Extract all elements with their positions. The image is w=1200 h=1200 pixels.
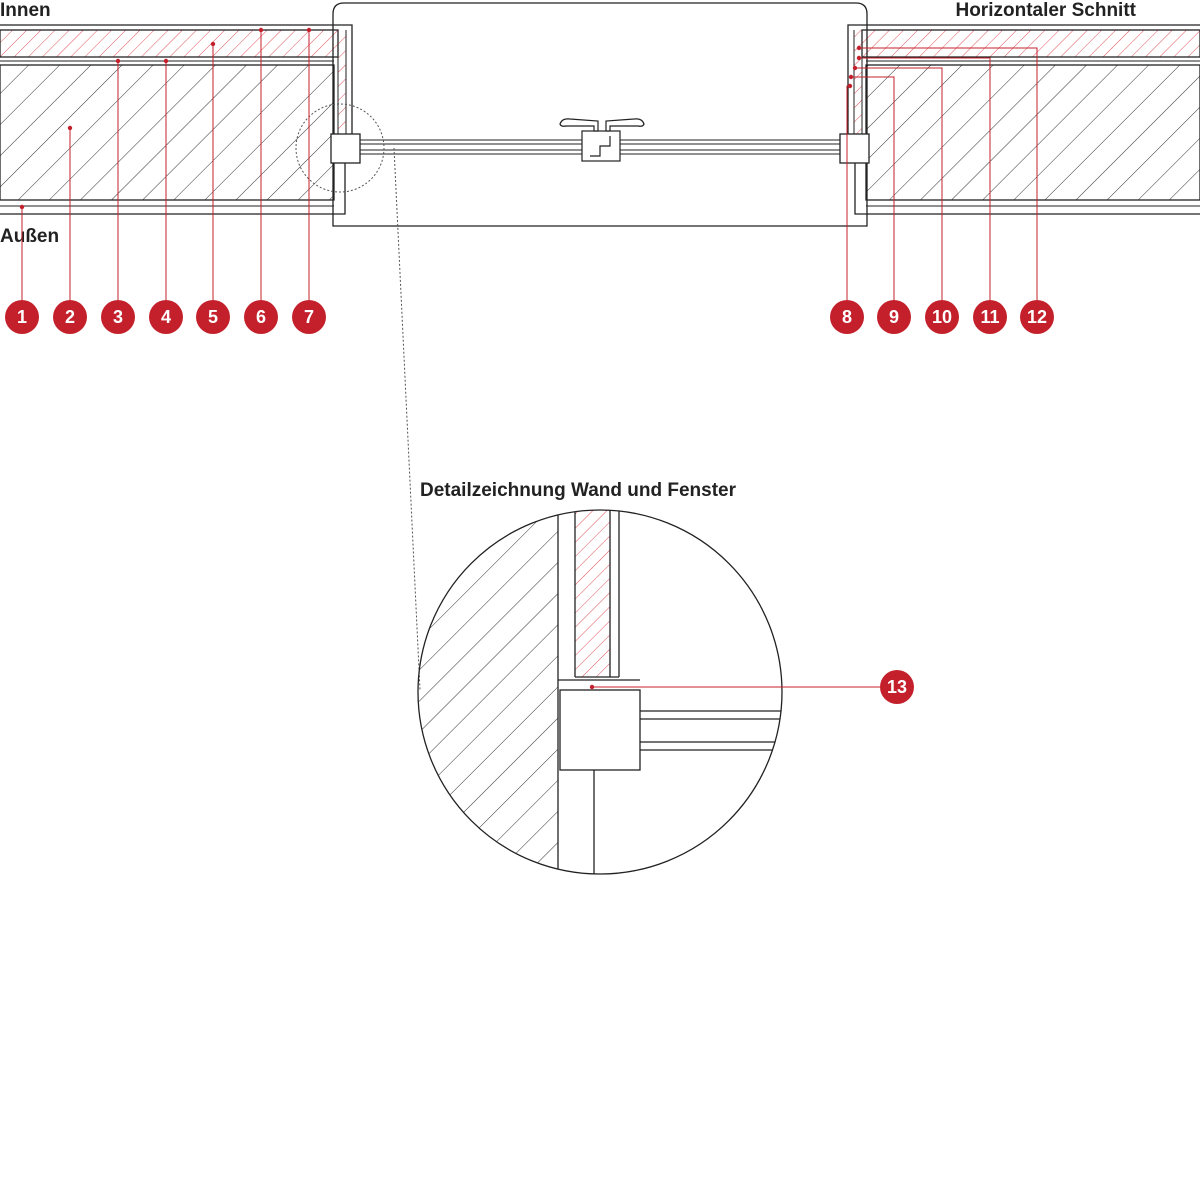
right-markers: 8 9 10 11 12 <box>830 300 1054 334</box>
left-inner-finish-layer <box>0 30 338 57</box>
detail-window-frame <box>559 689 641 771</box>
marker-8-label: 8 <box>842 307 852 327</box>
marker-3-label: 3 <box>113 307 123 327</box>
left-window-frame <box>330 133 361 164</box>
window-opening <box>330 2 870 227</box>
left-reveal-finish <box>338 30 346 134</box>
marker-12-label: 12 <box>1027 307 1047 327</box>
right-inner-finish-layer <box>862 30 1200 57</box>
marker-7-label: 7 <box>304 307 314 327</box>
window-sill-outline <box>332 2 868 227</box>
detail-title: Detailzeichnung Wand und Fenster <box>420 480 737 501</box>
right-masonry <box>866 65 1200 200</box>
left-wall <box>0 24 353 215</box>
right-wall <box>847 24 1200 215</box>
left-markers: 1 2 3 4 5 6 7 <box>5 300 326 334</box>
right-window-frame <box>839 133 870 164</box>
marker-6: 6 <box>244 300 278 334</box>
detail-circle-outline <box>417 509 783 875</box>
detail-callout <box>295 103 421 691</box>
marker-5-label: 5 <box>208 307 218 327</box>
marker-8: 8 <box>830 300 864 334</box>
window-handle-icon <box>559 118 645 162</box>
marker-4-label: 4 <box>161 307 171 327</box>
right-leaders <box>846 45 1038 300</box>
detail-masonry <box>418 510 558 874</box>
marker-10-label: 10 <box>932 307 952 327</box>
marker-11-label: 11 <box>980 307 999 327</box>
detail-finish-layer <box>575 510 610 677</box>
left-leaders <box>19 27 312 300</box>
marker-9-label: 9 <box>889 307 899 327</box>
marker-6-label: 6 <box>256 307 266 327</box>
marker-10: 10 <box>925 300 959 334</box>
detail-callout-circle <box>295 103 385 193</box>
marker-1-label: 1 <box>17 307 27 327</box>
marker-13: 13 <box>880 670 914 704</box>
right-reveal-finish <box>854 30 862 134</box>
left-masonry <box>0 65 334 200</box>
marker-13-label: 13 <box>887 677 907 697</box>
detail-view: 13 <box>417 509 914 875</box>
marker-2-label: 2 <box>65 307 75 327</box>
outside-label: Außen <box>0 226 59 247</box>
section-label: Horizontaler Schnitt <box>955 0 1136 21</box>
marker-3: 3 <box>101 300 135 334</box>
marker-2: 2 <box>53 300 87 334</box>
inside-label: Innen <box>0 0 51 21</box>
marker-7: 7 <box>292 300 326 334</box>
marker-5: 5 <box>196 300 230 334</box>
detail-connector-line <box>393 147 421 691</box>
marker-12: 12 <box>1020 300 1054 334</box>
marker-11: 11 <box>973 300 1007 334</box>
marker-9: 9 <box>877 300 911 334</box>
marker-4: 4 <box>149 300 183 334</box>
marker-1: 1 <box>5 300 39 334</box>
